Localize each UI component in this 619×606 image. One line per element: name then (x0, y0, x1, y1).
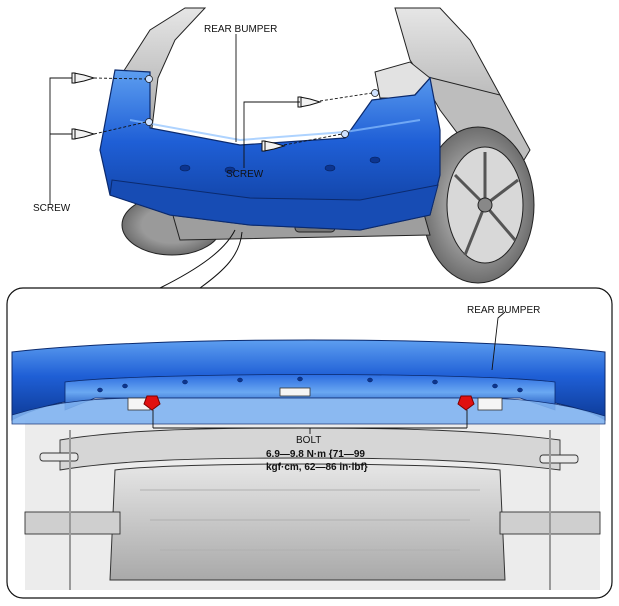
label-torque-line2: kgf·cm, 62—86 in·lbf} (266, 462, 368, 473)
label-bolt: BOLT (296, 435, 322, 446)
detail-underbody-view (11, 339, 606, 590)
bolt-icon (143, 395, 475, 411)
detail-clip-holes (97, 376, 523, 393)
detail-fuel-tank (109, 463, 506, 581)
label-screw-center: SCREW (226, 169, 264, 180)
detail-hanger-right (539, 454, 579, 464)
detail-callout-lines (159, 229, 243, 289)
label-rear-bumper-detail: REAR BUMPER (467, 305, 541, 316)
detail-hanger-left (39, 452, 79, 462)
bumper-highlight (129, 119, 421, 142)
leader-lines-top (49, 34, 300, 205)
detail-subframe (59, 427, 561, 471)
label-rear-bumper-top: REAR BUMPER (204, 24, 278, 35)
detail-bracket-right (477, 397, 503, 411)
detail-bumper-lip (11, 397, 606, 425)
wheel-hub (477, 197, 493, 213)
screw-direction-lines (93, 77, 373, 146)
parking-sensors (179, 156, 381, 174)
bumper-lower-trim (109, 179, 439, 231)
leader-lines-detail (152, 311, 506, 434)
label-screw-left: SCREW (33, 203, 71, 214)
label-torque-line1: 6.9—9.8 N·m {71—99 (266, 449, 365, 460)
detail-crossmember-left (24, 511, 121, 535)
detail-bracket-center (279, 387, 311, 397)
vehicle-rear-view (99, 7, 535, 284)
